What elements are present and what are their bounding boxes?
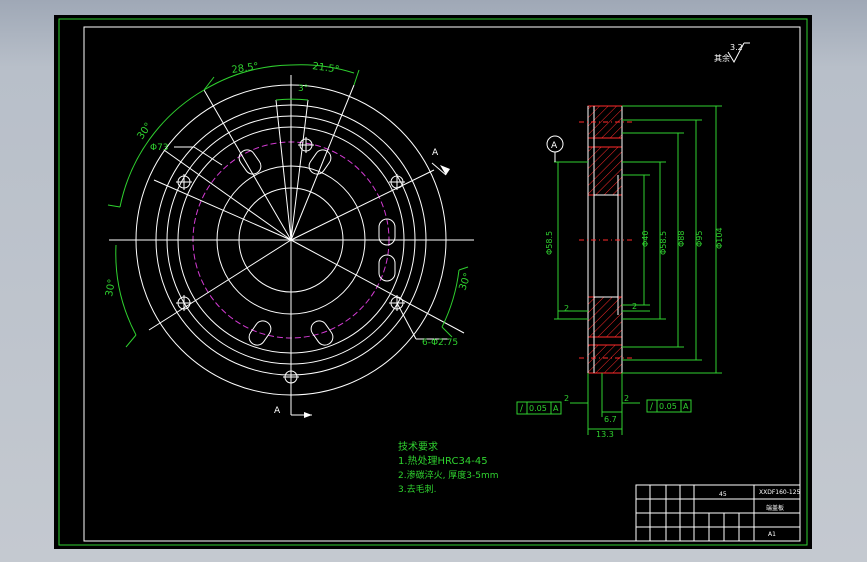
title-code: XXDF160-125 — [759, 489, 801, 496]
dim-6-7: 6.7 — [604, 415, 617, 424]
section-label-a-bottom: A — [274, 406, 281, 416]
title-name: 端盖板 — [766, 504, 784, 512]
dim-d40: Φ40 — [641, 231, 650, 247]
angle-label-3: 3° — [298, 84, 308, 94]
angle-dimensions: 28.5° 21.5° 3° 30° 30° 30° — [104, 61, 474, 348]
section-label-a-top: A — [432, 148, 439, 158]
dim-2-a: 2 — [564, 304, 569, 313]
dim-13-3: 13.3 — [596, 430, 614, 439]
slots — [238, 149, 396, 346]
title-block: 45 XXDF160-125 端盖板 A1 — [635, 484, 801, 542]
roughness-symbol: 其余 3.2 — [714, 42, 750, 64]
angle-label-30-left: 30° — [135, 121, 154, 142]
note-line-1: 1.热处理HRC34-45 — [398, 454, 488, 467]
front-view — [109, 75, 474, 415]
svg-text:/: / — [520, 404, 524, 414]
angle-label-30-right: 30° — [457, 272, 473, 292]
datum-a-label: A — [551, 141, 558, 151]
dim-d95: Φ95 — [695, 231, 704, 247]
angle-label-21-5: 21.5° — [312, 61, 341, 76]
dim-d585-right: Φ58.5 — [659, 231, 668, 255]
dim-d88: Φ88 — [677, 231, 686, 247]
angle-label-30-lower: 30° — [104, 278, 118, 297]
dim-2-d: 2 — [624, 394, 629, 403]
note-line-3: 3.去毛刺. — [398, 483, 436, 495]
title-sheet: A1 — [768, 531, 776, 538]
drawing-sheet[interactable]: 28.5° 21.5° 3° 30° 30° 30° Φ73 6-Φ2.75 A… — [54, 15, 812, 549]
dim-2-b: 2 — [632, 302, 637, 311]
svg-text:其余: 其余 — [714, 53, 730, 63]
section-view — [579, 105, 634, 374]
section-dimensions: Φ40 Φ58.5 Φ88 Φ95 Φ104 Φ58.5 2 2 13.3 6.… — [545, 105, 724, 439]
title-material: 45 — [719, 491, 727, 498]
svg-text:0.05: 0.05 — [529, 404, 547, 413]
svg-text:A: A — [683, 402, 689, 411]
notes-heading: 技术要求 — [398, 440, 438, 453]
tolerance-left: / 0.05 A — [516, 401, 562, 415]
technical-notes: 技术要求 1.热处理HRC34-45 2.渗碳淬火, 厚度3-5mm 3.去毛刺… — [398, 440, 499, 495]
svg-text:3.2: 3.2 — [730, 43, 743, 52]
svg-text:A: A — [553, 404, 559, 413]
dim-holes: 6-Φ2.75 — [422, 338, 458, 348]
tolerance-right: / 0.05 A — [646, 399, 692, 413]
inner-border — [83, 26, 801, 542]
note-line-2: 2.渗碳淬火, 厚度3-5mm — [398, 469, 499, 481]
angle-label-28-5: 28.5° — [231, 61, 260, 76]
outer-border — [58, 18, 808, 546]
drawing-canvas[interactable]: 28.5° 21.5° 3° 30° 30° 30° Φ73 6-Φ2.75 A… — [54, 15, 812, 549]
svg-text:/: / — [650, 402, 654, 412]
dim-d73: Φ73 — [150, 143, 169, 153]
dim-2-c: 2 — [564, 394, 569, 403]
dim-d585-left: Φ58.5 — [545, 231, 554, 255]
dim-d104: Φ104 — [715, 227, 724, 249]
svg-text:0.05: 0.05 — [659, 402, 677, 411]
